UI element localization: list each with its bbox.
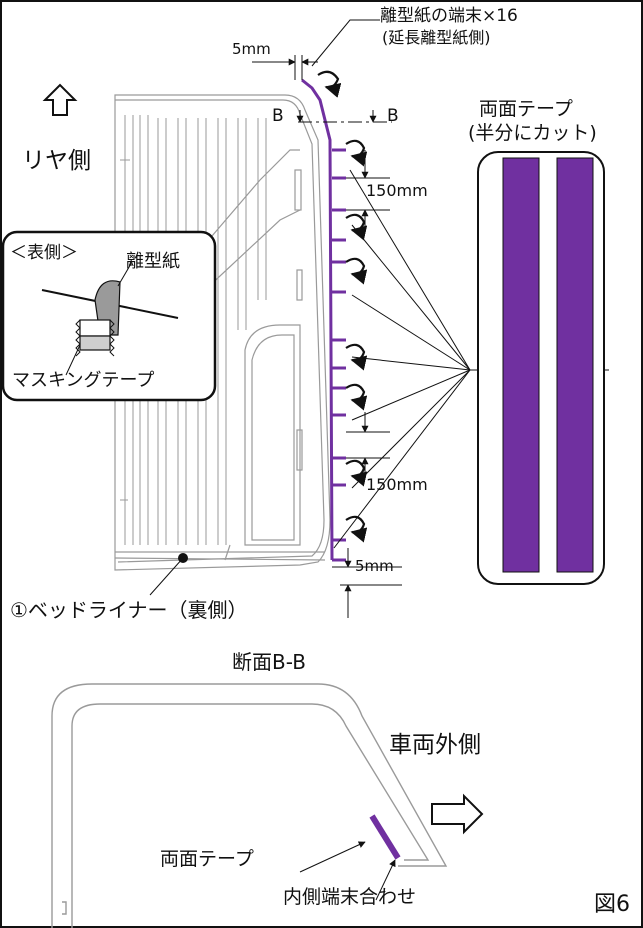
rear-side-label: リヤ側 [22,148,91,174]
section-b-left-label: B [272,106,284,126]
applied-tape-edge [301,78,346,562]
dim-150mm-lower-label: 150mm [366,475,428,494]
dim-5mm-top-label: 5mm [232,40,271,58]
tape-strip-left [502,157,540,573]
vehicle-outside-arrow-icon [431,793,484,835]
bed-liner-label: ①ベッドライナー（裏側） [10,598,248,622]
inner-edge-align-label: 内側端末合わせ [283,886,417,908]
section-title: 断面B-B [232,650,306,674]
inset-release-paper-label: 離型紙 [126,251,180,272]
section-leaders [299,841,396,901]
section-bb-drawing [51,683,448,928]
figure-number: 図6 [594,892,630,917]
dim-5mm-bottom-label: 5mm [355,557,394,575]
dim-150mm-top-label: 150mm [366,181,428,200]
tape-panel-title: 両面テープ [479,98,573,120]
inset-illustration [41,261,179,376]
rear-direction-arrow-icon [42,83,78,116]
dimension-lines [252,19,402,618]
release-paper-ends-label: 離型紙の端末×16 [380,6,518,26]
section-tape [369,814,401,860]
bed-liner-drawing [114,94,331,571]
inset-title: ＜表側＞ [10,243,78,263]
vehicle-outside-label: 車両外側 [389,732,481,758]
tape-panel-subtitle: (半分にカット) [468,122,597,144]
section-b-right-label: B [387,106,399,126]
section-tape-label: 両面テープ [160,848,254,870]
tape-strip-right [556,157,594,573]
release-paper-curl-icons [317,70,368,543]
inset-masking-tape-label: マスキングテープ [12,370,155,391]
extended-release-side-label: (延長離型紙側) [382,28,491,47]
bed-liner-callout [149,553,188,596]
